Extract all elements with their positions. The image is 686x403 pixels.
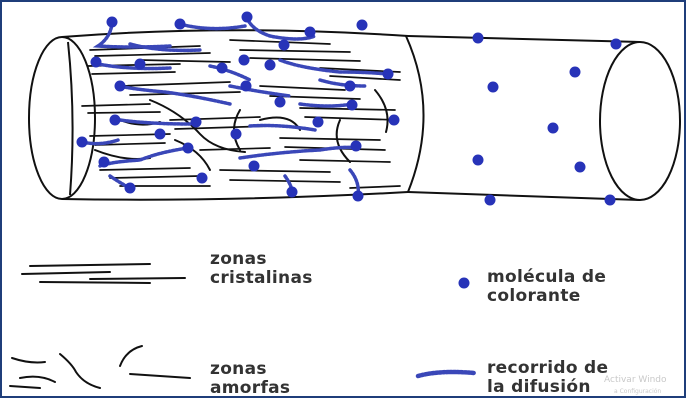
legend-diffusion-line2: la difusión xyxy=(487,378,608,397)
legend-diffusion-line1: recorrido de xyxy=(487,359,608,378)
activation-watermark-line1: Activar Windo xyxy=(604,375,667,385)
legend-crystalline-label: zonas cristalinas xyxy=(210,250,313,288)
legend-dye-line2: colorante xyxy=(487,287,606,306)
legend-crystalline-line1: zonas xyxy=(210,250,313,269)
legend-crystalline-line2: cristalinas xyxy=(210,269,313,288)
legend-dye-line1: molécula de xyxy=(487,268,606,287)
legend-amorphous-label: zonas amorfas xyxy=(210,360,290,398)
legend-amorphous-line2: amorfas xyxy=(210,379,290,398)
activation-watermark-line2: a Configuración xyxy=(614,388,661,395)
legend-diffusion-label: recorrido de la difusión xyxy=(487,359,608,397)
legend-dye-label: molécula de colorante xyxy=(487,268,606,306)
legend-dye-symbol xyxy=(459,278,470,289)
legend-amorphous-line1: zonas xyxy=(210,360,290,379)
